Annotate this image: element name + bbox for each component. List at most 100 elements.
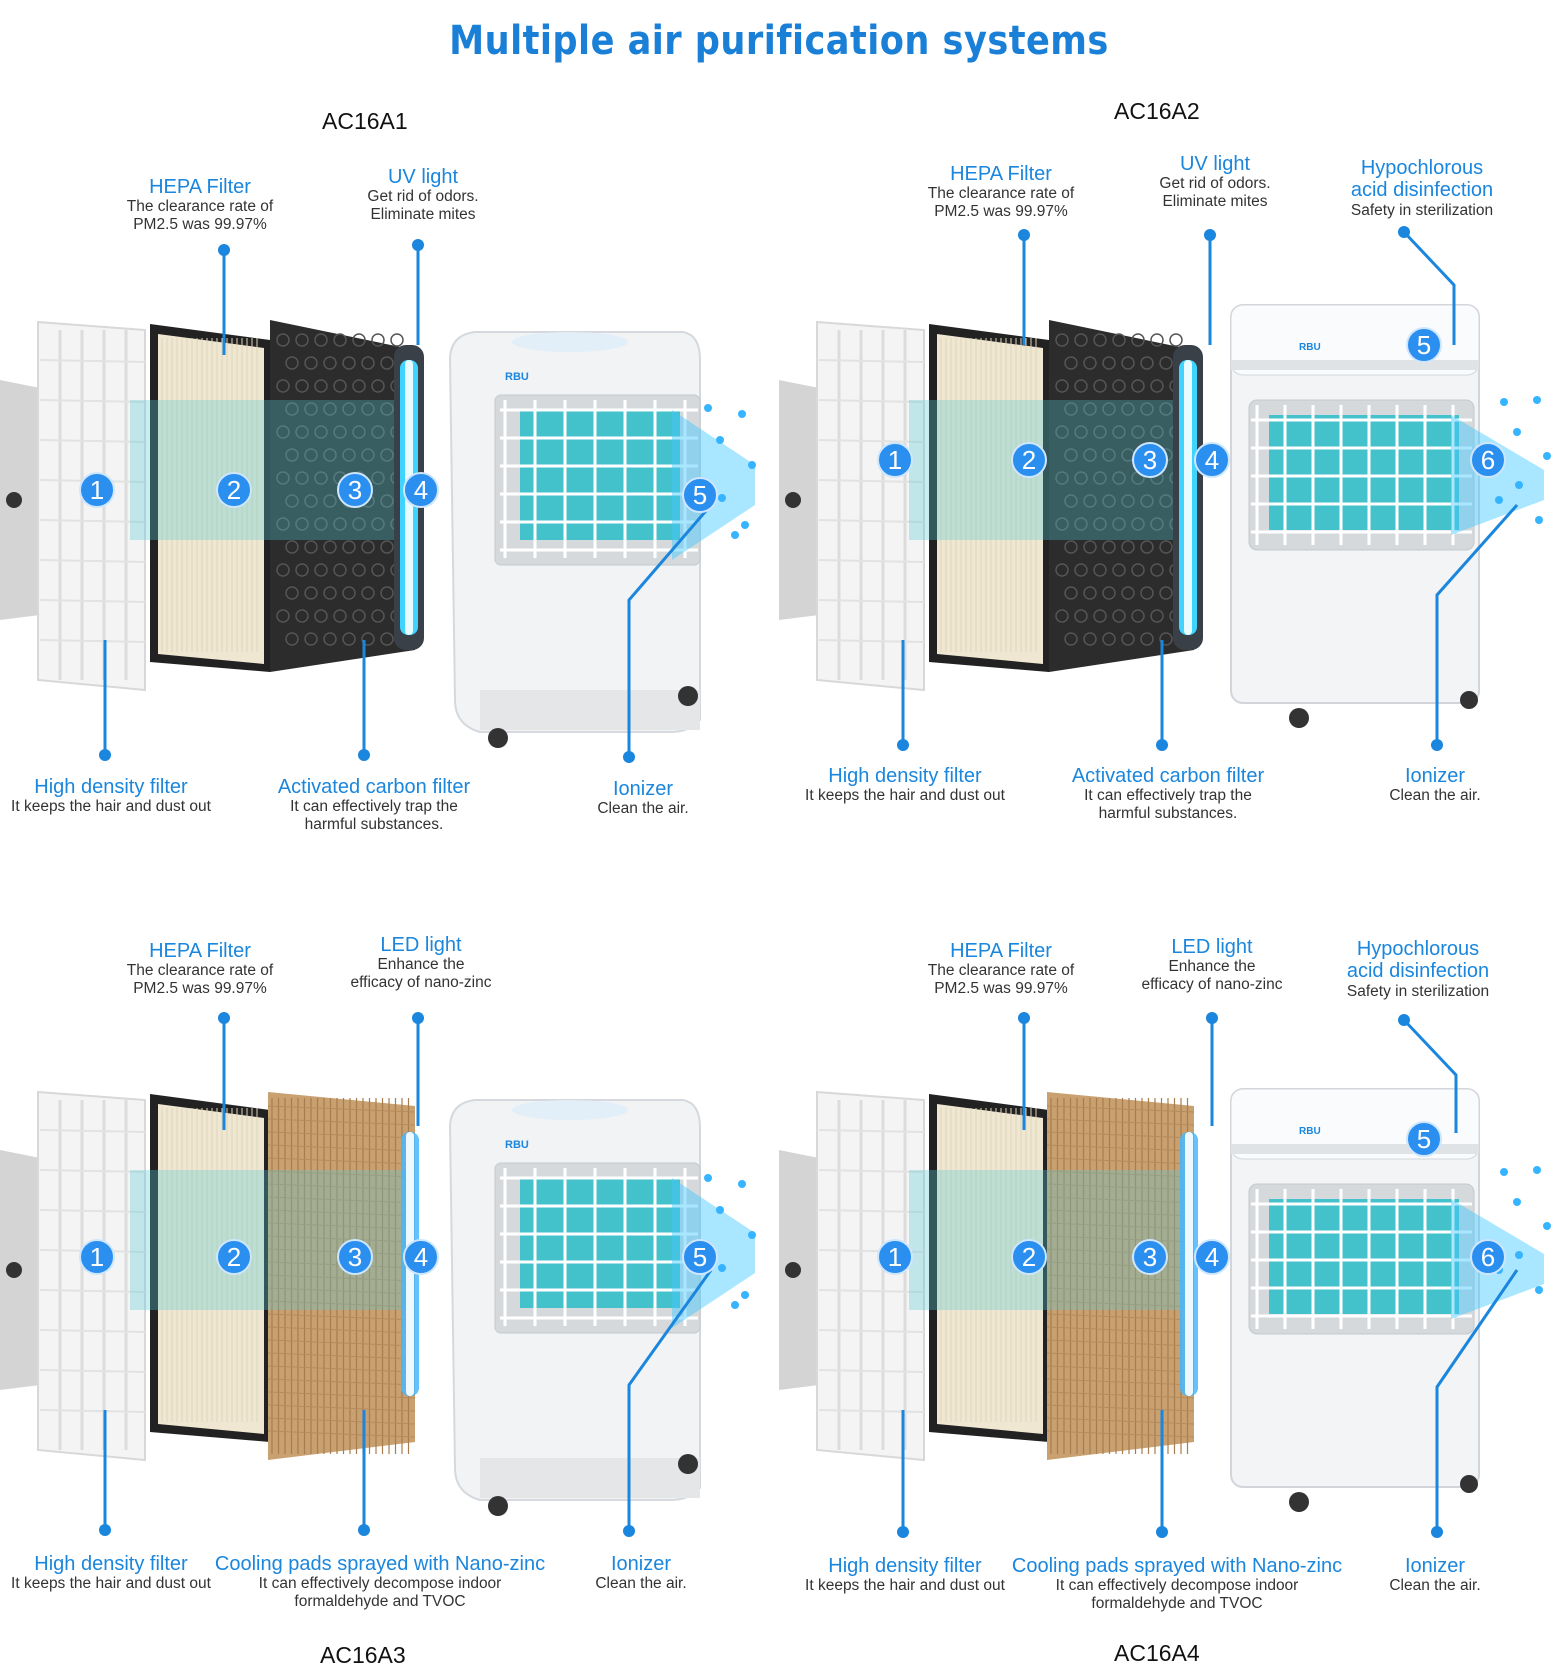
step-badge: 6 xyxy=(1470,442,1506,478)
led-strip-graphic xyxy=(1180,1132,1198,1396)
leader-line xyxy=(358,640,370,761)
feature-title: Hypochlorous xyxy=(1360,157,1484,179)
leader-line xyxy=(412,1012,424,1126)
feature-description: formaldehyde and TVOC xyxy=(1091,1594,1263,1612)
feature-description: The clearance rate of xyxy=(126,962,274,980)
step-number: 1 xyxy=(888,1242,902,1272)
step-number: 2 xyxy=(1022,445,1036,475)
feature-title: HEPA Filter xyxy=(950,163,1052,185)
feature-description: Safety in sterilization xyxy=(1350,201,1494,219)
brand-logo: RBU xyxy=(505,1139,529,1151)
step-number: 3 xyxy=(348,1242,362,1272)
high-density-filter-graphic xyxy=(37,1090,146,1462)
step-number: 1 xyxy=(888,445,902,475)
feature-title: Ionizer xyxy=(1404,1555,1466,1577)
feature-title: Hypochlorous xyxy=(1356,938,1480,960)
feature-description: Clean the air. xyxy=(597,800,689,818)
model-name: AC16A1 xyxy=(322,108,408,134)
step-number: 6 xyxy=(1481,1242,1495,1272)
feature-title: UV light xyxy=(387,166,459,188)
step-badge: 1 xyxy=(79,472,115,508)
feature-title: Activated carbon filter xyxy=(1071,765,1265,787)
feature-title-line2: acid disinfection xyxy=(1350,179,1494,202)
product-illustration: RBU xyxy=(779,304,1551,728)
leader-line xyxy=(1018,229,1030,345)
leader-line xyxy=(1206,1012,1218,1126)
feature-description: PM2.5 was 99.97% xyxy=(934,979,1068,997)
feature-title: HEPA Filter xyxy=(149,940,251,962)
ion-particles xyxy=(704,1174,756,1309)
step-number: 3 xyxy=(348,475,362,505)
feature-title: Cooling pads sprayed with Nano-zinc xyxy=(1011,1555,1343,1577)
step-number: 4 xyxy=(1205,1242,1219,1272)
page-title: Multiple air purification systems xyxy=(449,18,1109,64)
step-badge: 2 xyxy=(216,472,252,508)
step-number: 2 xyxy=(227,1242,241,1272)
step-badge: 5 xyxy=(1406,327,1442,363)
step-badge: 4 xyxy=(403,1239,439,1275)
hepa-filter-graphic xyxy=(150,324,270,672)
feature-title: Activated carbon filter xyxy=(277,776,471,798)
brand-logo: RBU xyxy=(505,371,529,383)
leader-line xyxy=(412,239,424,345)
feature-description: It keeps the hair and dust out xyxy=(11,798,211,816)
feature-title: Ionizer xyxy=(610,1553,672,1575)
cooling-pad-graphic xyxy=(267,1092,416,1460)
step-number: 4 xyxy=(1205,445,1219,475)
brand-logo: RBU xyxy=(1299,1126,1321,1137)
feature-title: Ionizer xyxy=(612,778,674,800)
leader-line xyxy=(1204,229,1216,345)
feature-title: LED light xyxy=(1171,936,1253,958)
step-number: 1 xyxy=(90,475,104,505)
leader-line xyxy=(1398,226,1456,345)
air-cooler-graphic: RBU xyxy=(448,331,755,748)
feature-title: HEPA Filter xyxy=(149,176,251,198)
feature-title: LED light xyxy=(380,934,462,956)
product-illustration: RBU xyxy=(0,320,756,748)
feature-title: Ionizer xyxy=(1404,765,1466,787)
high-density-filter-graphic xyxy=(816,320,925,692)
step-number: 3 xyxy=(1143,1242,1157,1272)
step-badge: 3 xyxy=(337,472,373,508)
step-number: 4 xyxy=(414,1242,428,1272)
feature-description: Clean the air. xyxy=(595,1575,687,1593)
leader-line xyxy=(623,1269,713,1537)
step-badge: 3 xyxy=(1132,1239,1168,1275)
knob-icon xyxy=(6,1262,22,1278)
step-number: 5 xyxy=(693,480,707,510)
feature-description: It can effectively decompose indoor xyxy=(258,1575,502,1593)
feature-description: Eliminate mites xyxy=(1162,192,1268,210)
step-badge: 1 xyxy=(79,1239,115,1275)
air-cooler-graphic: RBU xyxy=(448,1099,755,1516)
step-number: 1 xyxy=(90,1242,104,1272)
feature-description: Clean the air. xyxy=(1389,787,1481,805)
step-badge: 4 xyxy=(1194,1239,1230,1275)
brand-logo: RBU xyxy=(1299,342,1321,353)
feature-description: The clearance rate of xyxy=(927,962,1075,980)
step-number: 6 xyxy=(1481,445,1495,475)
feature-description: Enhance the xyxy=(377,956,465,974)
feature-description: It keeps the hair and dust out xyxy=(805,787,1005,805)
feature-title: UV light xyxy=(1179,153,1251,175)
uv-lamp-graphic xyxy=(1173,345,1203,650)
air-cooler-graphic: RBU xyxy=(1230,304,1544,728)
step-number: 5 xyxy=(1417,1124,1431,1154)
feature-description: harmful substances. xyxy=(304,815,444,833)
feature-title: High density filter xyxy=(828,1555,982,1577)
hepa-filter-graphic xyxy=(150,1094,270,1442)
step-number: 2 xyxy=(227,475,241,505)
feature-title: High density filter xyxy=(34,1553,188,1575)
knob-icon xyxy=(785,1262,801,1278)
